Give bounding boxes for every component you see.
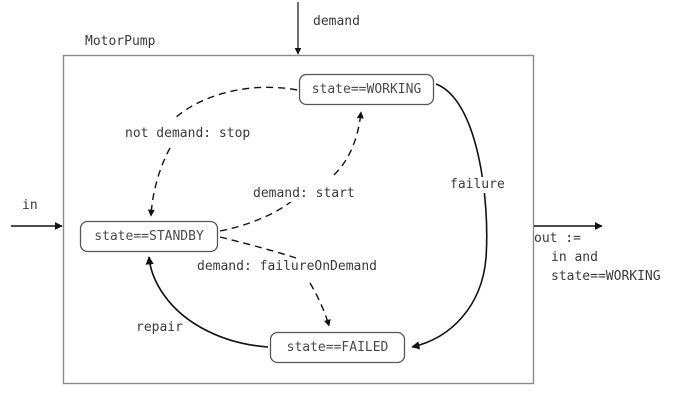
transition-stop — [174, 86, 298, 119]
state-label-failed: state==FAILED — [286, 340, 389, 355]
transition-start — [219, 200, 293, 232]
transition-label-failure: failure — [447, 177, 508, 193]
transition-label-failure-on-demand: demand: failureOnDemand — [194, 259, 381, 275]
state-box-standby[interactable] — [79, 220, 219, 253]
transition-label-stop: not demand: stop — [122, 126, 254, 142]
transition-label-start: demand: start — [250, 186, 358, 202]
component-boundary — [62, 54, 535, 385]
transition-start-tail — [333, 111, 364, 176]
state-box-failed[interactable] — [269, 331, 406, 364]
transition-failure — [411, 83, 488, 350]
in-input-label: in — [22, 198, 38, 213]
state-label-standby: state==STANDBY — [94, 229, 204, 244]
state-label-working: state==WORKING — [311, 82, 422, 97]
state-box-working[interactable] — [298, 73, 435, 106]
demand-input-label: demand — [313, 14, 360, 29]
transition-repair — [145, 256, 269, 348]
transition-label-repair: repair — [133, 320, 186, 336]
component-title: MotorPump — [85, 34, 156, 49]
transition-failure-on-demand — [219, 236, 297, 259]
transition-stop-tail — [147, 147, 171, 217]
transition-failure-on-demand-tail — [309, 282, 331, 327]
out-output-label-line1: out := — [534, 231, 581, 246]
out-output-label-line3: state==WORKING — [551, 269, 661, 284]
out-output-label-line2: in and — [551, 250, 598, 265]
